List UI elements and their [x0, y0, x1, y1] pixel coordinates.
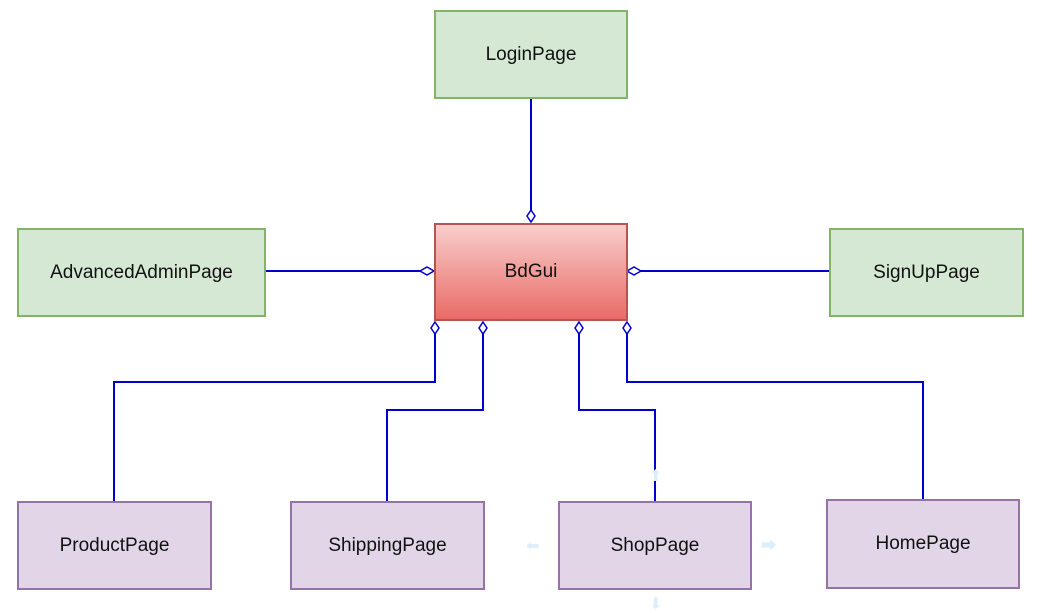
edge-product-to-bdgui[interactable] [113, 334, 436, 502]
aggregation-diamond-home [622, 320, 632, 336]
home-page-node[interactable]: HomePage [826, 499, 1020, 589]
shop-page-label: ShopPage [610, 534, 700, 556]
bdgui-label: BdGui [504, 261, 558, 282]
connect-arrow-up-icon[interactable]: ⬆ [649, 466, 663, 485]
signup-page-node[interactable]: SignUpPage [829, 228, 1024, 317]
aggregation-diamond-login [526, 208, 536, 224]
aggregation-diamond-product [430, 320, 440, 336]
edge-home-to-bdgui[interactable] [626, 334, 924, 500]
aggregation-diamond-shop [574, 320, 584, 336]
aggregation-diamond-advanced-admin [418, 266, 436, 276]
edge-shipping-to-bdgui[interactable] [386, 334, 484, 502]
edge-shop-to-bdgui[interactable] [578, 334, 656, 502]
bdgui-node[interactable]: BdGui [434, 223, 628, 321]
aggregation-diamond-signup [625, 266, 643, 276]
advanced-admin-page-label: AdvancedAdminPage [50, 261, 233, 283]
shipping-page-node[interactable]: ShippingPage [290, 501, 485, 590]
connect-arrow-left-icon[interactable]: ⬅ [526, 536, 540, 555]
product-page-label: ProductPage [59, 534, 170, 556]
product-page-node[interactable]: ProductPage [17, 501, 212, 590]
signup-page-label: SignUpPage [873, 261, 980, 283]
connect-arrow-down-icon[interactable]: ⬇ [649, 594, 663, 613]
home-page-label: HomePage [875, 533, 971, 554]
login-page-node[interactable]: LoginPage [434, 10, 628, 99]
shop-page-node[interactable]: ShopPage [558, 501, 752, 590]
login-page-label: LoginPage [485, 43, 577, 65]
shipping-page-label: ShippingPage [328, 534, 447, 556]
advanced-admin-page-node[interactable]: AdvancedAdminPage [17, 228, 266, 317]
connect-arrow-right-icon[interactable]: ⮕ [761, 536, 778, 555]
aggregation-diamond-shipping [478, 320, 488, 336]
